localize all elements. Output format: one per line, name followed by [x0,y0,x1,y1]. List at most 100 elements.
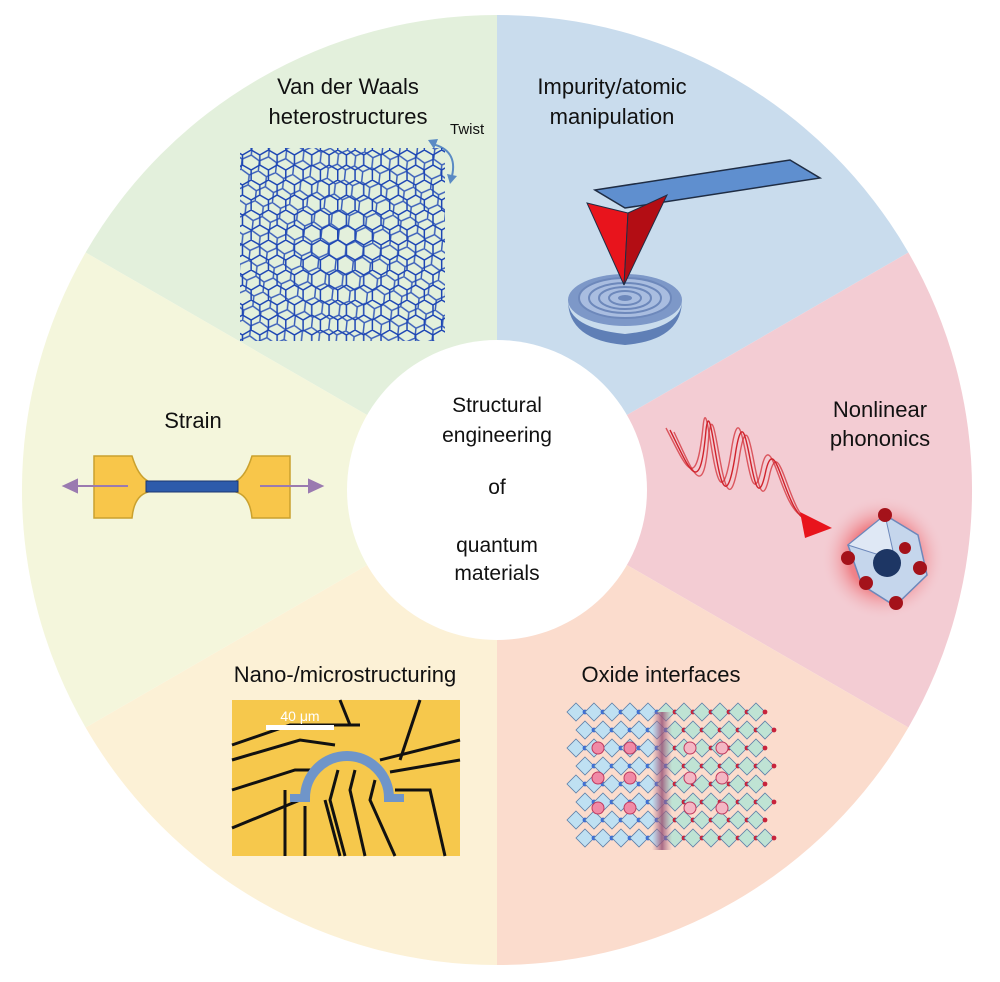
lattice-octahedron [620,810,640,830]
lattice-octahedron [728,738,748,758]
lattice-atom [762,781,768,787]
lattice-octahedron [629,720,649,740]
lattice-octahedron [593,828,613,848]
center-line-4: quantum [456,534,538,557]
quantum-corral-icon [568,274,682,345]
lattice-atom [762,709,768,715]
center-line-3: of [488,476,506,499]
a-site-cation [623,741,637,755]
lattice-octahedron [692,738,712,758]
lattice-octahedron [701,792,721,812]
lattice-octahedron [620,702,640,722]
lattice-octahedron [719,828,739,848]
lattice-octahedron [566,738,586,758]
lattice-octahedron [584,702,604,722]
nano-section: Nano-/microstructuring [231,662,461,857]
lattice-octahedron [755,720,775,740]
lattice-octahedron [575,828,595,848]
oxide-section: Oxide interfaces [566,662,777,850]
lattice-atom [771,727,777,733]
a-site-cation [683,801,697,815]
scale-bar [266,725,334,730]
lattice-octahedron [755,792,775,812]
twist-label: Twist [450,121,485,138]
lattice-octahedron [584,810,604,830]
oxide-title: Oxide interfaces [582,662,741,687]
lattice-octahedron [719,756,739,776]
lattice-octahedron [710,702,730,722]
lattice-octahedron [629,756,649,776]
lattice-octahedron [719,720,739,740]
a-site-cation [715,771,729,785]
lattice-octahedron [701,720,721,740]
vdw-title-line-1: Van der Waals [277,74,419,99]
a-site-cation [623,801,637,815]
impurity-title-line-2: manipulation [550,104,675,129]
lattice-octahedron [602,702,622,722]
lattice-octahedron [737,720,757,740]
a-site-cation [623,771,637,785]
segment-oxide-interfaces [497,490,909,965]
lattice-octahedron [701,756,721,776]
lattice-octahedron [746,738,766,758]
lattice-octahedron [746,810,766,830]
lattice-octahedron [611,828,631,848]
microdevice-icon: 40 μm [231,699,461,857]
lattice-octahedron [728,810,748,830]
segment-impurity-manipulation [497,15,909,490]
a-site-cation [591,771,605,785]
a-site-cation [715,741,729,755]
lattice-octahedron [575,756,595,776]
lattice-octahedron [746,774,766,794]
strain-title: Strain [164,408,221,433]
lattice-octahedron [737,792,757,812]
lattice-atom [771,799,777,805]
twist-arrow-icon [428,139,457,184]
a-site-cation [683,771,697,785]
lattice-octahedron [692,702,712,722]
lattice-octahedron [674,810,694,830]
impurity-section: Impurity/atomic manipulation [537,74,823,345]
lattice-octahedron [683,828,703,848]
stm-tip-icon [586,159,823,286]
nano-title: Nano-/microstructuring [234,662,457,687]
a-site-cation [715,801,729,815]
center-line-5: materials [454,562,539,585]
center-line-1: Structural [452,394,542,417]
lattice-octahedron [566,702,586,722]
lattice-octahedron [575,792,595,812]
lattice-octahedron [683,720,703,740]
lattice-octahedron [575,720,595,740]
phononics-title-line-2: phononics [830,426,930,451]
strain-cell-icon [61,455,325,519]
lattice-octahedron [737,756,757,776]
a-site-cation [591,801,605,815]
vdw-section: Van der Waals heterostructures Twist [240,74,485,341]
phononics-title-line-1: Nonlinear [833,397,927,422]
tension-arrows-icon [61,478,325,494]
twisted-lattice-icon [240,148,445,341]
strain-section: Strain [61,408,325,519]
laser-pulse-icon [665,417,832,538]
lattice-octahedron [737,828,757,848]
lattice-octahedron [674,702,694,722]
lattice-octahedron [566,810,586,830]
vdw-title-line-2: heterostructures [269,104,428,129]
a-site-cation [591,741,605,755]
lattice-atom [771,763,777,769]
lattice-octahedron [602,774,622,794]
lattice-octahedron [602,810,622,830]
lattice-octahedron [692,810,712,830]
impurity-title-line-1: Impurity/atomic [537,74,686,99]
lattice-octahedron [593,720,613,740]
lattice-octahedron [602,738,622,758]
lattice-octahedron [611,756,631,776]
lattice-octahedron [611,720,631,740]
lattice-atom [762,817,768,823]
lattice-atom [762,745,768,751]
lattice-octahedron [710,810,730,830]
lattice-octahedron [692,774,712,794]
lattice-octahedron [755,828,775,848]
lattice-octahedron [728,774,748,794]
